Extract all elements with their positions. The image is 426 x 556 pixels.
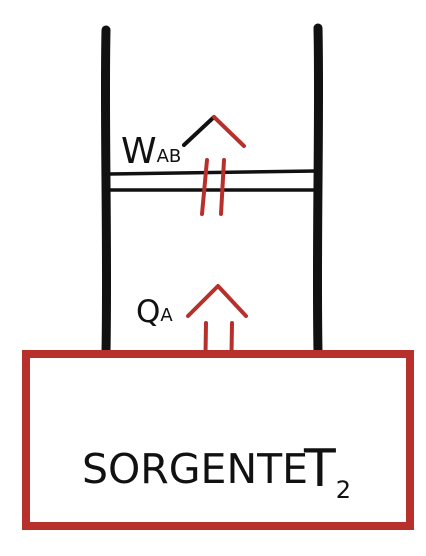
piston-shaft-left	[200, 158, 209, 216]
temperature-label: T2	[303, 439, 351, 504]
work-arrow-left-head	[182, 115, 216, 147]
work-arrow	[182, 115, 246, 148]
source-label: SORGENTE	[82, 445, 308, 493]
cylinder-right-wall	[312, 23, 324, 357]
heat-arrow-head	[186, 284, 248, 318]
work-label: WAB	[121, 131, 181, 172]
piston-shaft-right	[219, 158, 226, 216]
heat-label: QA	[136, 294, 173, 330]
cylinder-left-wall	[100, 25, 112, 357]
heat-source-box	[22, 350, 414, 530]
piston	[106, 158, 318, 216]
piston-top-line	[106, 169, 318, 176]
work-arrow-right-head	[212, 115, 246, 148]
